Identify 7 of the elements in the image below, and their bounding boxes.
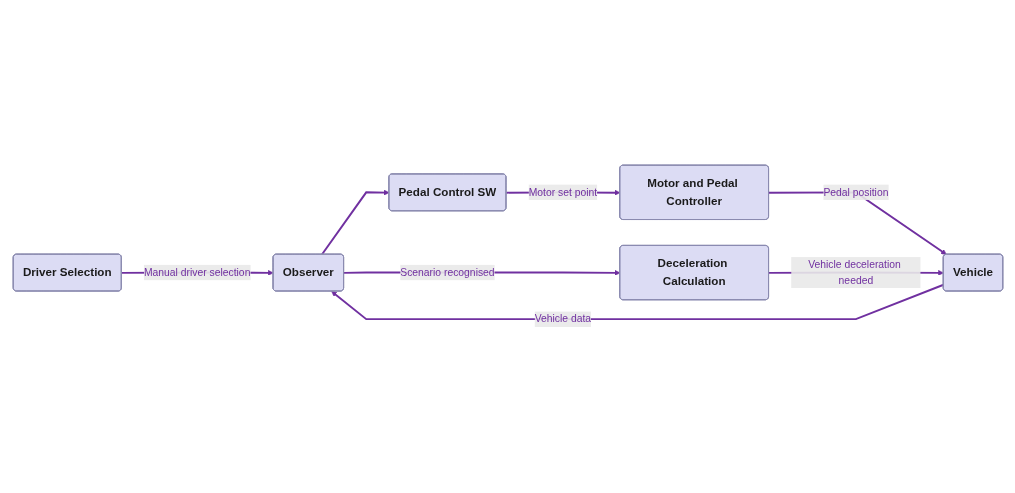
edge-label: Vehicle data bbox=[534, 313, 591, 325]
edge-label: Pedal position bbox=[822, 186, 888, 198]
edge-label: Manual driver selection bbox=[143, 267, 250, 279]
arrow bbox=[320, 190, 389, 256]
edge-label: Scenario recognised bbox=[399, 267, 495, 279]
edge-label: Motor set point bbox=[528, 186, 597, 198]
edge-label: Vehicle deceleration needed bbox=[807, 259, 901, 286]
